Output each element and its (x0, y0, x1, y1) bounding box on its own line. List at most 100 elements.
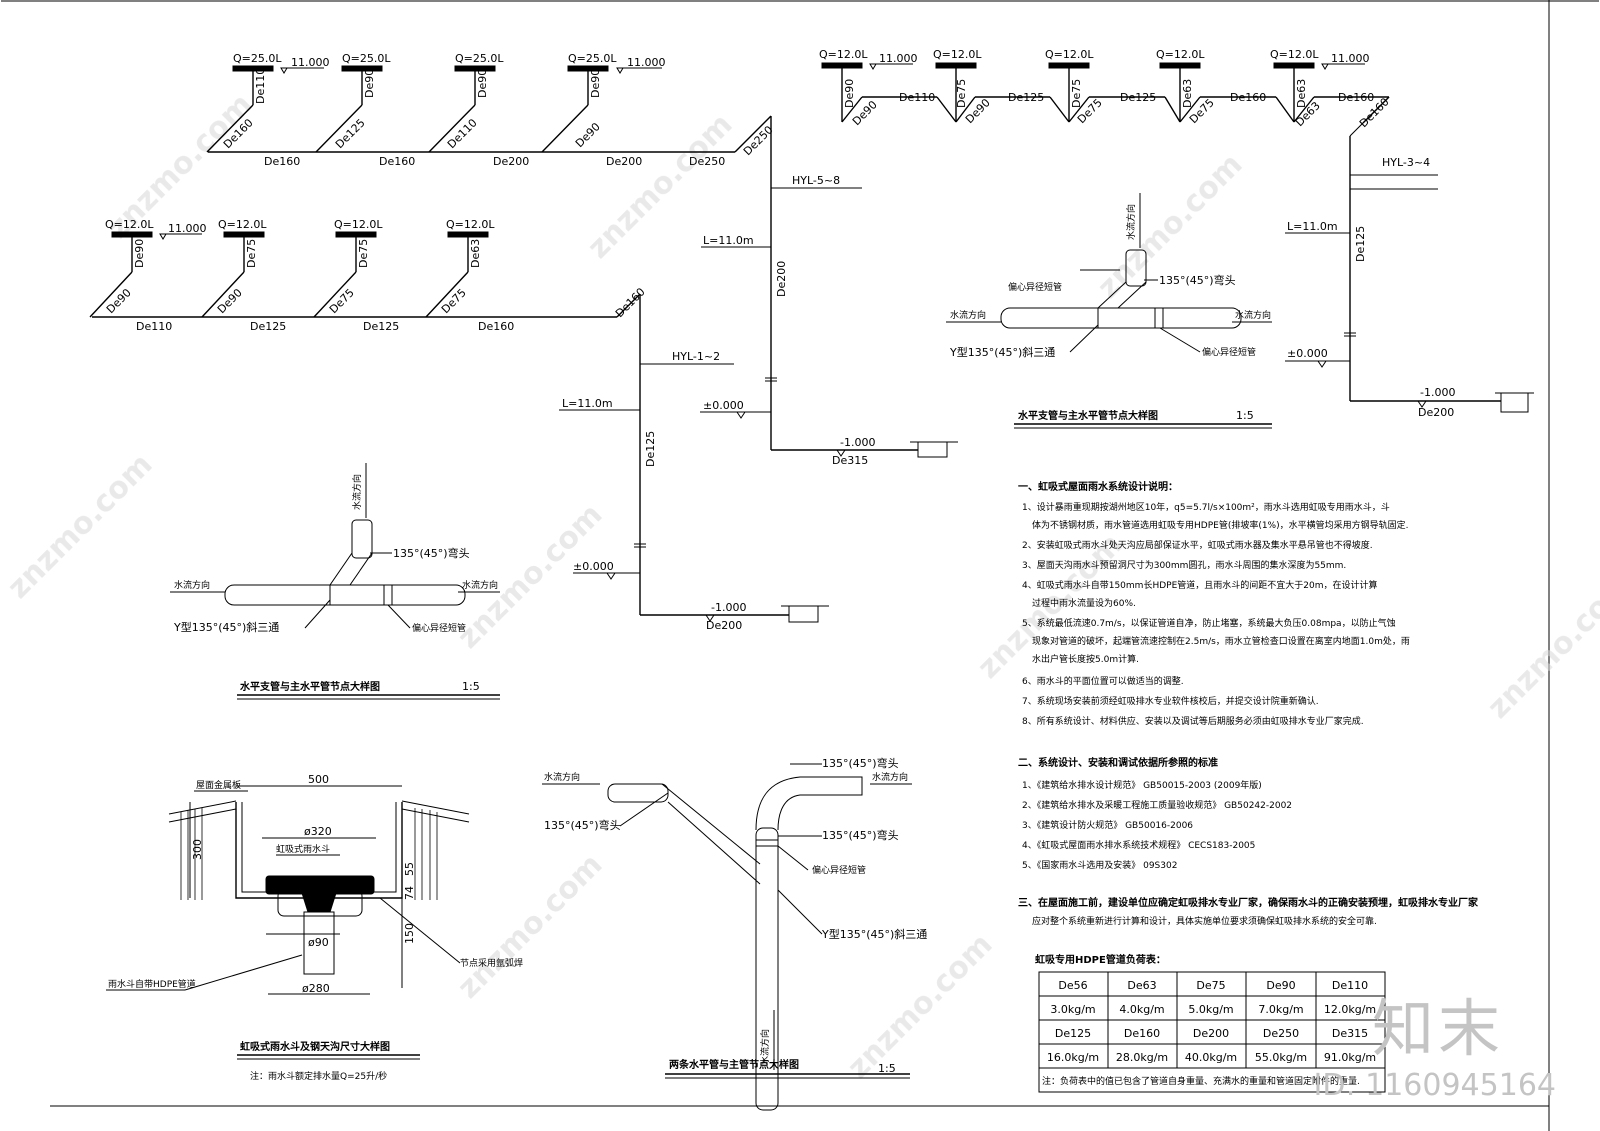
elevation-label: 11.000 (879, 52, 918, 65)
watermark: znzmo.com (1481, 567, 1600, 726)
lower-size: De90 (843, 79, 856, 108)
rain-funnel-icon (567, 65, 609, 72)
svg-text:6、雨水斗的平面位置可以做适当的调整.: 6、雨水斗的平面位置可以做适当的调整. (1022, 675, 1184, 687)
svg-text:1、《建筑给水排水设计规范》 GB50015-2003 (2: 1、《建筑给水排水设计规范》 GB50015-2003 (2009年版) (1022, 779, 1262, 791)
main-size: De250 (689, 155, 725, 168)
branch-size: De90 (363, 69, 376, 98)
branch-group-2: Q=25.0L De90 De125 De160 (315, 52, 415, 168)
elevation-neg: -1.000 (1420, 386, 1455, 399)
flow-label: Q=12.0L (105, 218, 154, 231)
top-right-funnel-1: Q=12.0L 11.000 De90 De90 De110 (819, 48, 935, 128)
riser-size: De200 (775, 261, 788, 297)
elevation-neg: -1.000 (711, 601, 746, 614)
branch-group-3: Q=25.0L De90 De110 De200 (428, 52, 529, 168)
elevation-zero: ±0.000 (573, 560, 614, 573)
watermark: znzmo.com (451, 497, 610, 656)
flow-label: Q=12.0L (1045, 48, 1094, 61)
flow-label: Q=25.0L (568, 52, 617, 65)
rain-funnel-icon (341, 65, 383, 72)
reducer-label: 偏心异径短管 (1008, 281, 1062, 293)
reducer-label: 偏心异径短管 (812, 864, 866, 876)
branch-size: De90 (133, 239, 146, 268)
table-cell: 91.0kg/m (1324, 1051, 1376, 1064)
flow-label: Q=25.0L (233, 52, 282, 65)
rain-funnel-icon (447, 231, 489, 238)
svg-text:2、《建筑给水排水及采暖工程施工质量验收规范》 GB5024: 2、《建筑给水排水及采暖工程施工质量验收规范》 GB50242-2002 (1022, 799, 1292, 811)
main-size: De125 (250, 320, 286, 333)
table-cell: 3.0kg/m (1050, 1003, 1095, 1016)
width-dimension: 500 (308, 773, 329, 786)
riser-size: De125 (644, 431, 657, 467)
branch-size: De63 (1295, 79, 1308, 108)
riser-label: HYL-1~2 (672, 350, 720, 363)
table-cell: De63 (1127, 979, 1156, 992)
outlet-size: De200 (706, 619, 742, 632)
tee-label: Y型135°(45°)斜三通 (949, 345, 1055, 359)
rain-funnel-icon (111, 231, 153, 238)
top-right-funnel-3: Q=12.0L De75 De75 De125 (1045, 48, 1156, 126)
branch-size: De90 (476, 69, 489, 98)
main-pipe-drawing (224, 584, 466, 606)
svg-text:8、所有系统设计、材料供应、安装以及调试等后期服务必须由虹吸: 8、所有系统设计、材料供应、安装以及调试等后期服务必须由虹吸排水专业厂家完成. (1022, 715, 1364, 727)
detail-title: 水平支管与主水平管节点大样图 (239, 680, 380, 693)
svg-text:5、系统最低流速0.7m/s，以保证管道自净，防止堵塞，系统: 5、系统最低流速0.7m/s，以保证管道自净，防止堵塞，系统最大负压0.08mp… (1022, 617, 1396, 629)
flow-direction-label: 水流方向 (950, 309, 986, 321)
flow-direction-label: 水流方向 (1125, 204, 1137, 240)
table-cell: 55.0kg/m (1255, 1051, 1307, 1064)
weld-label: 节点采用氩弧焊 (460, 957, 523, 969)
branch-group-5: Q=12.0L 11.000 De90 De90 De110 (89, 218, 207, 333)
system-top-left: Q=25.0L 11.000 De110 De160 De160 Q=25.0L… (206, 52, 776, 168)
lower-size: De90 (573, 120, 603, 150)
detail-title: 两条水平管与主管节点大样图 (669, 1058, 799, 1071)
tee-label: Y型135°(45°)斜三通 (173, 620, 279, 634)
rain-funnel-icon (335, 231, 377, 238)
base-diameter: ø280 (302, 982, 330, 995)
table-cell: De90 (1266, 979, 1295, 992)
table-cell: De56 (1058, 979, 1087, 992)
height-dimension: 55 (403, 862, 416, 876)
flow-label: Q=12.0L (933, 48, 982, 61)
branch-size: De75 (955, 79, 968, 108)
elbow-label: 135°(45°)弯头 (822, 756, 899, 770)
flow-label: Q=25.0L (455, 52, 504, 65)
elbow-label: 135°(45°)弯头 (822, 828, 899, 842)
svg-text:4、《虹吸式屋面雨水排水系统技术规程》 CECS183-20: 4、《虹吸式屋面雨水排水系统技术规程》 CECS183-2005 (1022, 839, 1255, 851)
system-top-right: Q=12.0L 11.000 De90 De90 De110 Q=12.0L D… (819, 48, 1392, 189)
reducer-label: 偏心异径短管 (412, 622, 466, 634)
flow-direction-label: 水流方向 (872, 771, 908, 783)
watermark: znzmo.com (451, 847, 610, 1006)
flow-direction-label: 水流方向 (351, 474, 363, 510)
outlet-size: De200 (1418, 406, 1454, 419)
main-size: De200 (606, 155, 642, 168)
elevation-label: 11.000 (168, 222, 207, 235)
riser-length: L=11.0m (703, 234, 754, 247)
branch-group-8: Q=12.0L De63 De75 De160 (425, 218, 514, 333)
riser-label: HYL-5~8 (792, 174, 840, 187)
table-cell: 4.0kg/m (1119, 1003, 1164, 1016)
riser-size: De125 (1354, 226, 1367, 262)
elevation-mark-icon (159, 233, 167, 240)
svg-text:3、《建筑设计防火规范》 GB50016-2006: 3、《建筑设计防火规范》 GB50016-2006 (1022, 819, 1193, 831)
pipe-diameter: ø90 (308, 936, 329, 949)
watermark: znzmo.com (841, 927, 1000, 1086)
table-cell: 5.0kg/m (1188, 1003, 1233, 1016)
detail-scale: 1:5 (878, 1062, 896, 1075)
lower-size: De90 (104, 286, 134, 316)
riser-length: L=11.0m (562, 397, 613, 410)
main-size: De160 (478, 320, 514, 333)
elbow-label: 135°(45°)弯头 (544, 818, 621, 832)
svg-text:体为不锈钢材质，雨水管道选用虹吸专用HDPE管(排坡率(1%: 体为不锈钢材质，雨水管道选用虹吸专用HDPE管(排坡率(1%)，水平横管均采用方… (1032, 519, 1409, 531)
height-dimension: 74 (403, 886, 416, 900)
flow-direction-label: 水流方向 (759, 1029, 771, 1065)
main-size: De160 (1230, 91, 1266, 104)
main-size: De160 (264, 155, 300, 168)
main-size: De125 (363, 320, 399, 333)
detail-two-horizontal: 水流方向 水流方向 水流方向 135°(45°)弯头 135°(45°)弯头 1… (542, 756, 927, 1111)
svg-text:7、系统现场安装前须经虹吸排水专业软件核校后，并提交设计院重: 7、系统现场安装前须经虹吸排水专业软件核校后，并提交设计院重新确认. (1022, 695, 1319, 707)
detail-scale: 1:5 (462, 680, 480, 693)
elevation-mark-icon (869, 63, 877, 70)
svg-text:水出户管长度按5.0m计算.: 水出户管长度按5.0m计算. (1032, 653, 1139, 665)
rain-funnel-icon (223, 231, 265, 238)
rain-funnel-icon (821, 62, 863, 69)
hdpe-load-table: 虹吸专用HDPE管道负荷表： De56 De63 De75 De90 De110… (1035, 953, 1386, 1093)
